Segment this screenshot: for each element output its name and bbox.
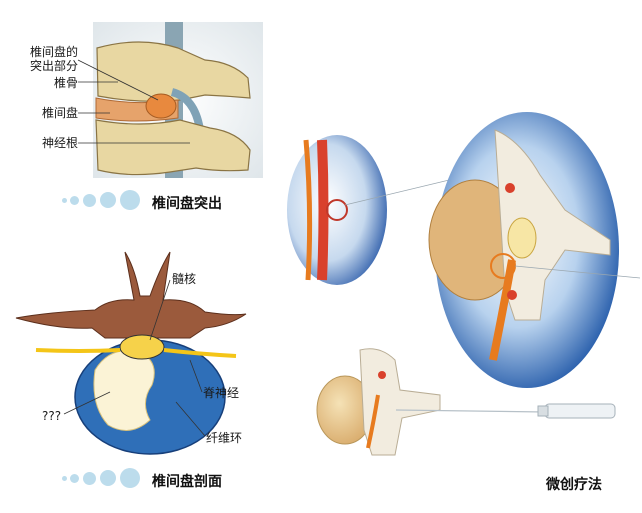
nucleus-shape: [93, 350, 155, 431]
large-red-vessel-lower: [507, 290, 517, 300]
label-disc-protrusion: 椎间盘的 突出部分: [29, 45, 78, 73]
label-spinal-nerve: 脊神经: [203, 386, 240, 400]
label-unknown: ???: [42, 409, 62, 423]
zoom-small-red-vessel: [317, 139, 329, 281]
heading-herniated-disc: 椎间盘突出: [152, 196, 222, 212]
bottom-vertebra-process: [359, 348, 441, 456]
large-needle-line: [514, 265, 641, 279]
zoom-circle-small: [287, 135, 387, 285]
decor-dots-cross: [62, 468, 146, 488]
large-orange-nerve: [489, 259, 516, 361]
spinal-canal-shape: [119, 334, 165, 360]
large-vertebra-process: [494, 129, 611, 321]
zoom-small-orange-nerve: [303, 139, 313, 281]
disc-protrusion-shape: [145, 93, 177, 119]
needle-shaft: [395, 409, 546, 413]
large-spinal-canal: [507, 217, 537, 259]
label-nerve-root: 神经根: [41, 136, 78, 150]
large-red-vessel-upper: [505, 183, 515, 193]
needle-handle: [544, 403, 616, 419]
spinal-nerve-right-shape: [163, 348, 237, 358]
spinal-nerve-left-shape: [35, 348, 121, 353]
bottom-orange-nerve: [366, 394, 380, 449]
heading-disc-cross-section: 椎间盘剖面: [152, 474, 222, 490]
heading-minimally-invasive-therapy: 微创疗法: [546, 477, 602, 493]
bottom-red-vessel: [378, 371, 386, 379]
label-pulp-core: 髓核: [172, 272, 197, 286]
label-fiber-ring: 纤维环: [206, 431, 243, 445]
label-disc: 椎间盘: [41, 106, 78, 120]
vertebral-arch-shape: [15, 251, 247, 339]
zoom-small-bulge: [326, 199, 348, 221]
lower-vertebra-shape: [95, 119, 251, 176]
decor-dots-top: [62, 190, 146, 210]
needle-hub: [537, 405, 549, 417]
label-vertebra: 椎骨: [53, 76, 78, 90]
